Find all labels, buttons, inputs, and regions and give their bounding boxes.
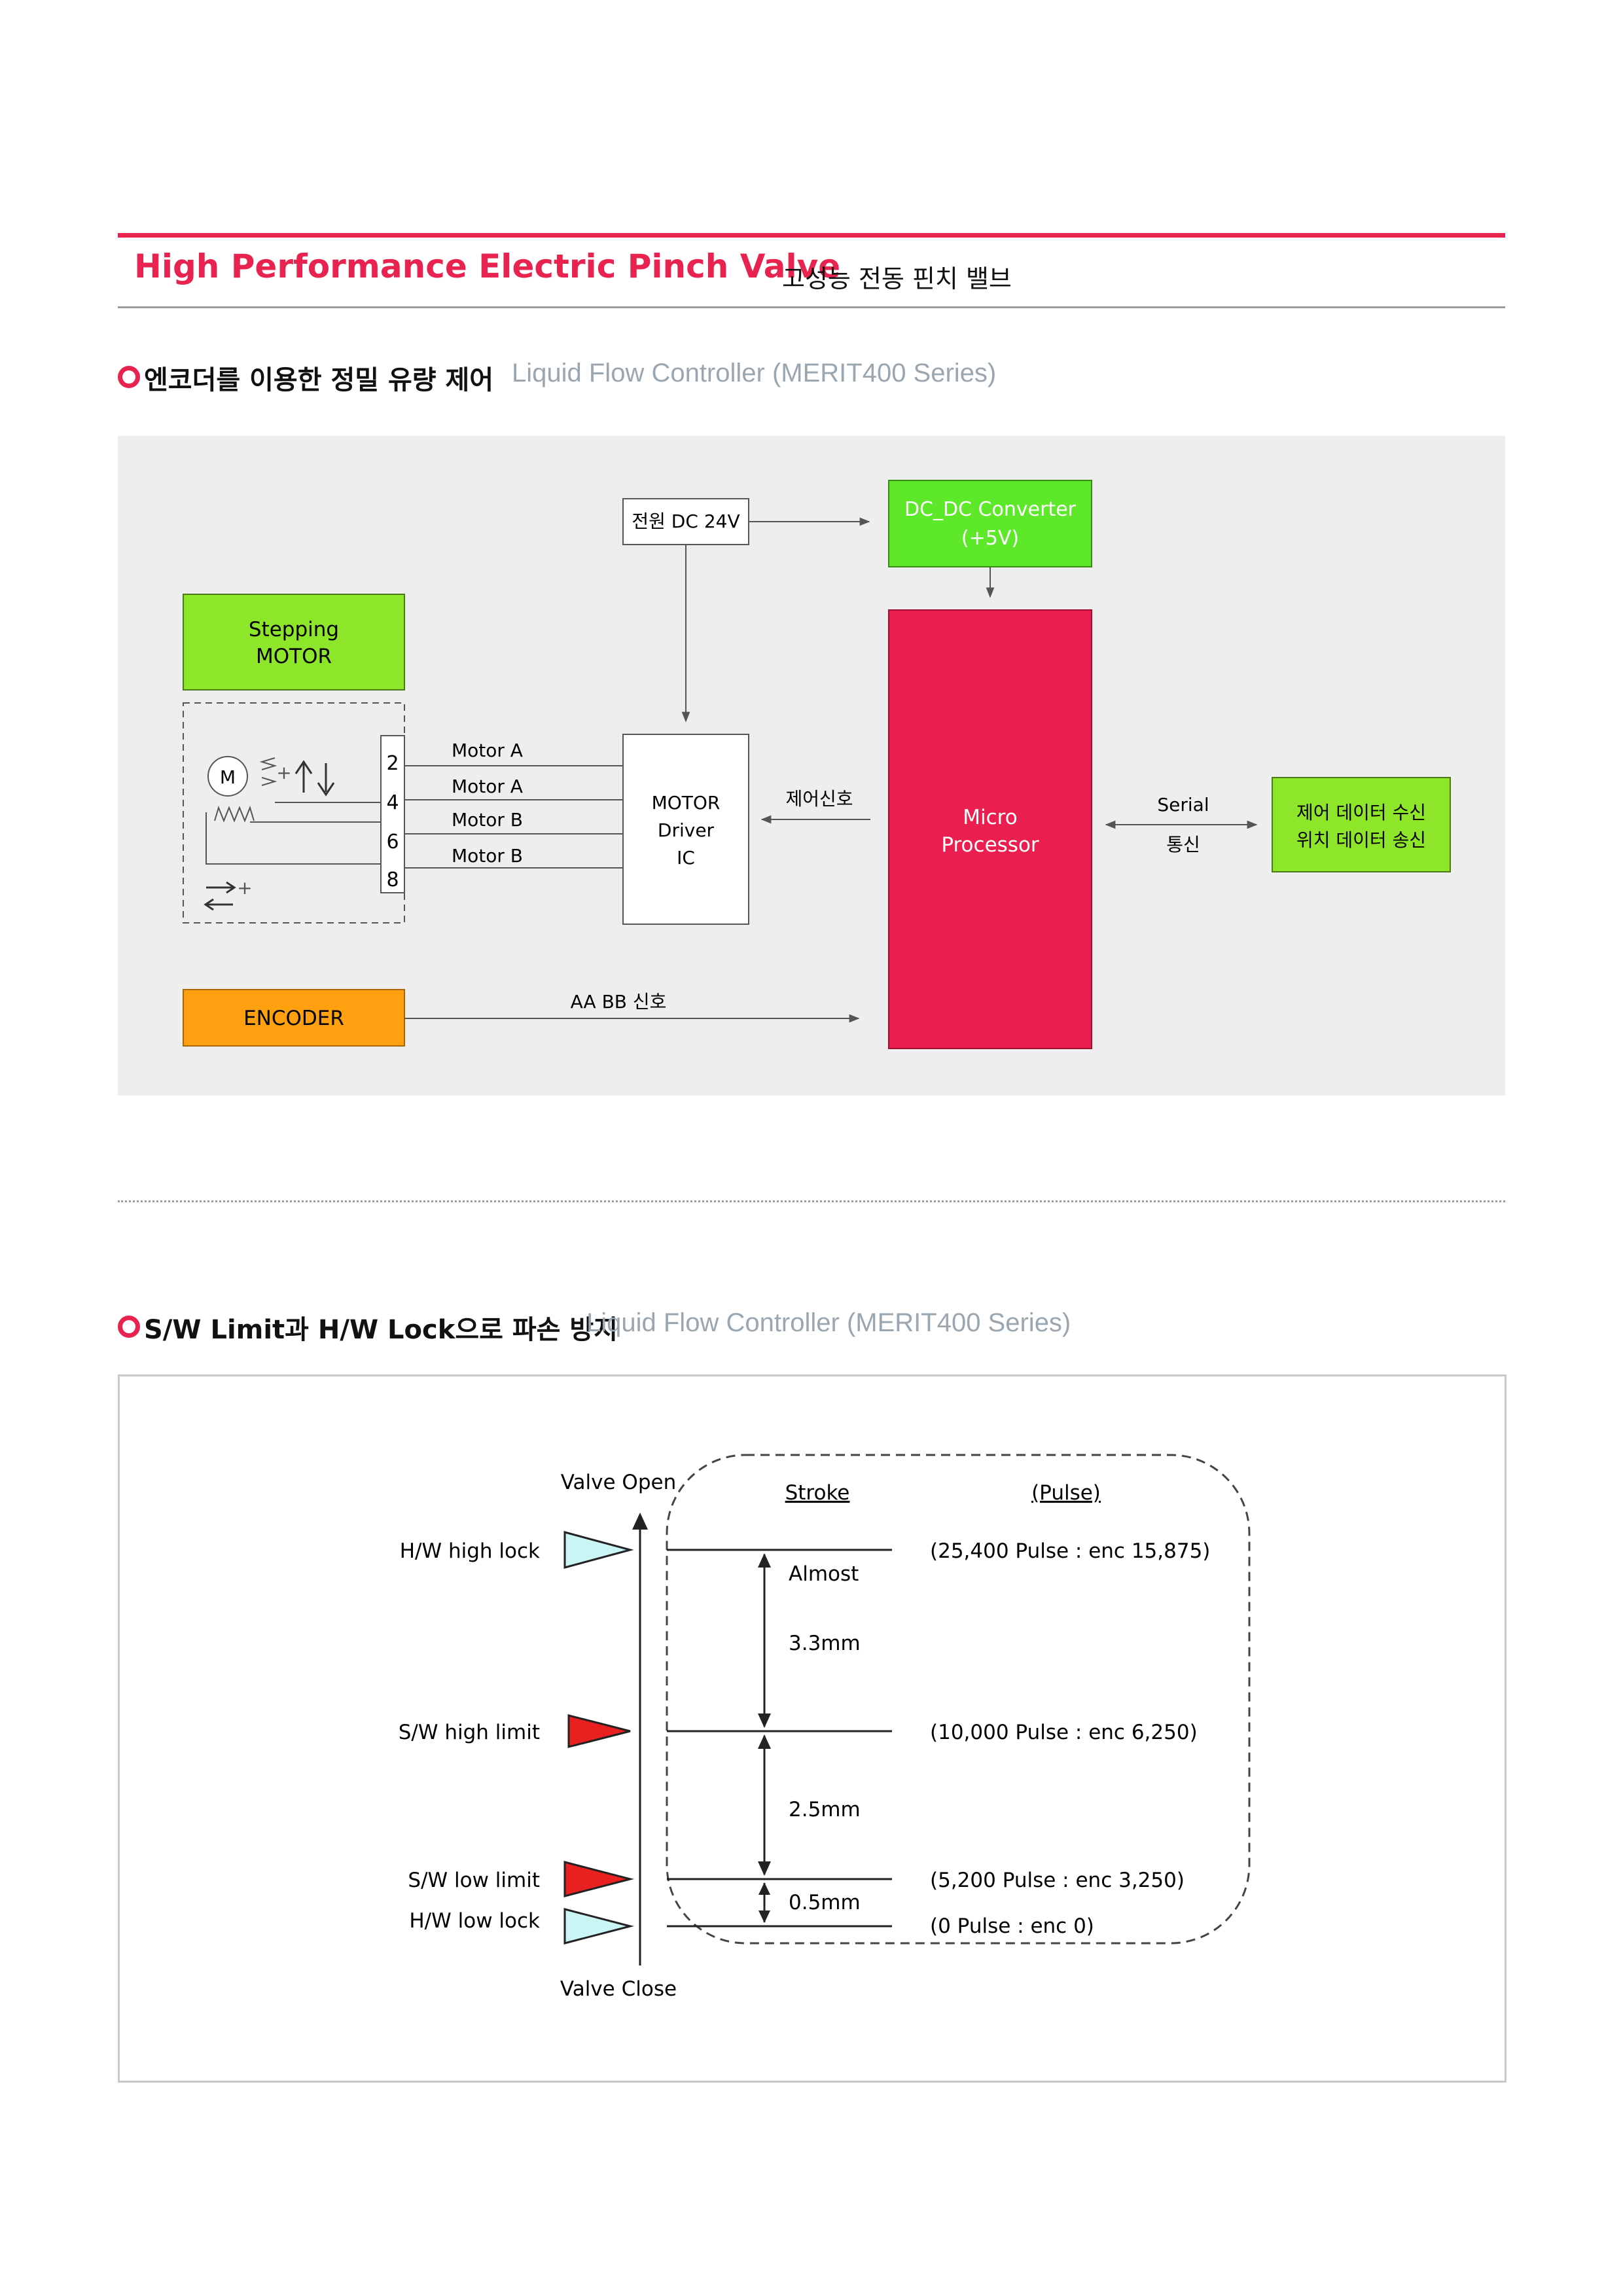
stepping-motor-box (183, 594, 405, 691)
stroke-value-1: 3.3mm (789, 1632, 861, 1655)
encoder-label: ENCODER (243, 1007, 344, 1030)
dcdc-converter-box (888, 480, 1092, 567)
sw-low-limit-marker-icon (563, 1861, 634, 1897)
arrow-right-icon (206, 881, 236, 894)
wire-label-motor-b: Motor B (452, 809, 523, 831)
stepping-motor-label: Stepping (249, 618, 339, 641)
valve-open-label: Valve Open (561, 1471, 676, 1494)
section2-bullet-icon (118, 1316, 140, 1338)
section1-title-english: Liquid Flow Controller (MERIT400 Series) (512, 359, 997, 387)
section2-title-english: Liquid Flow Controller (MERIT400 Series) (586, 1308, 1071, 1337)
stroke-almost-label: Almost (789, 1562, 859, 1586)
pulse-label-hw-high: (25,400 Pulse : enc 15,875) (930, 1539, 1210, 1563)
pin-6: 6 (386, 831, 399, 853)
serial-label: Serial (1157, 794, 1209, 816)
section1-bullet-icon (118, 366, 140, 388)
hw-low-lock-marker-icon (563, 1908, 634, 1945)
arrow-left-icon (204, 898, 233, 911)
valve-close-label: Valve Close (560, 1977, 677, 2001)
wire-label-motor-a-2: Motor A (452, 776, 523, 797)
sw-high-limit-marker-icon (567, 1714, 631, 1748)
motor-wires (404, 765, 623, 869)
page-title-korean: 고성능 전동 핀치 밸브 (782, 264, 1012, 293)
pulse-label-sw-low: (5,200 Pulse : enc 3,250) (930, 1869, 1185, 1892)
wire-label-motor-a: Motor A (452, 740, 523, 761)
axis-arrow-up-icon (632, 1513, 648, 1530)
pulse-header: (Pulse) (1031, 1481, 1101, 1505)
section2-title-korean: S/W Limit과 H/W Lock으로 파손 방지 (144, 1315, 618, 1345)
stroke-arrow-2-heads-icon (758, 1734, 771, 1876)
dcdc-converter-voltage: (+5V) (961, 527, 1019, 550)
power-supply-box (622, 498, 749, 545)
pin-8: 8 (386, 869, 399, 891)
control-signal-label: 제어신호 (785, 788, 853, 810)
block-diagram-panel: 전원 DC 24V DC_DC Converter (+5V) Stepping… (118, 436, 1505, 1096)
data-io-label-1: 제어 데이터 수신 (1296, 802, 1426, 823)
limit-diagram: Valve Open Valve Close Stroke (Pulse) H/… (399, 1454, 1251, 2001)
block-diagram: 전원 DC 24V DC_DC Converter (+5V) Stepping… (183, 480, 1451, 1049)
hw-high-lock-marker-icon (563, 1531, 634, 1569)
plus-sign-icon-2: + (237, 877, 252, 899)
micro-processor-box (888, 609, 1092, 1049)
micro-processor-label-1: Micro (963, 806, 1017, 829)
motor-symbol-icon (207, 756, 248, 797)
arrow-down-icon (317, 763, 335, 797)
pin-2: 2 (386, 752, 399, 775)
arrow-up-icon (294, 760, 313, 793)
stroke-value-3: 0.5mm (789, 1891, 861, 1914)
motor-schematic-area (183, 702, 405, 924)
pulse-label-sw-high: (10,000 Pulse : enc 6,250) (930, 1721, 1198, 1744)
motor-coil-a-icon (259, 757, 277, 786)
power-supply-label: 전원 DC 24V (632, 511, 740, 532)
motor-driver-label-1: MOTOR (652, 792, 721, 814)
stroke-region-outline (666, 1454, 1251, 1945)
pin-4: 4 (386, 791, 399, 814)
level-label-sw-low: S/W low limit (408, 1869, 540, 1892)
wire-label-motor-b-2: Motor B (452, 845, 523, 867)
serial-label-2: 통신 (1166, 834, 1200, 855)
stroke-arrow-3-heads-icon (758, 1882, 770, 1923)
header-top-rule (118, 233, 1505, 238)
motor-driver-label-3: IC (677, 847, 695, 869)
motor-inner-wires (250, 802, 381, 823)
section1-title-korean: 엔코더를 이용한 정밀 유량 제어 (144, 365, 494, 395)
level-label-sw-high: S/W high limit (399, 1721, 540, 1744)
encoder-signal-label: AA BB 신호 (571, 991, 667, 1013)
pin-terminal (380, 735, 405, 893)
limit-diagram-panel: Valve Open Valve Close Stroke (Pulse) H/… (118, 1374, 1507, 2083)
dcdc-converter-label: DC_DC Converter (904, 498, 1077, 521)
motor-driver-label-2: Driver (658, 819, 715, 841)
pulse-label-hw-low: (0 Pulse : enc 0) (930, 1914, 1094, 1938)
section-divider (118, 1200, 1505, 1202)
motor-return-wire (205, 812, 381, 865)
header-bottom-rule (118, 306, 1505, 308)
micro-processor-label-2: Processor (941, 833, 1039, 857)
motor-symbol-label: M (220, 766, 236, 788)
level-label-hw-low: H/W low lock (409, 1909, 540, 1933)
motor-driver-box (622, 734, 749, 925)
stepping-motor-label-2: MOTOR (256, 645, 332, 668)
stroke-value-2: 2.5mm (789, 1798, 861, 1821)
encoder-box (183, 989, 405, 1047)
plus-sign-icon: + (276, 762, 291, 783)
level-label-hw-high: H/W high lock (400, 1539, 540, 1563)
page-title: High Performance Electric Pinch Valve (134, 247, 841, 285)
motor-coil-b-icon (214, 805, 255, 823)
data-io-label-2: 위치 데이터 송신 (1296, 829, 1426, 851)
data-io-box (1272, 777, 1451, 872)
stroke-header: Stroke (785, 1481, 850, 1505)
